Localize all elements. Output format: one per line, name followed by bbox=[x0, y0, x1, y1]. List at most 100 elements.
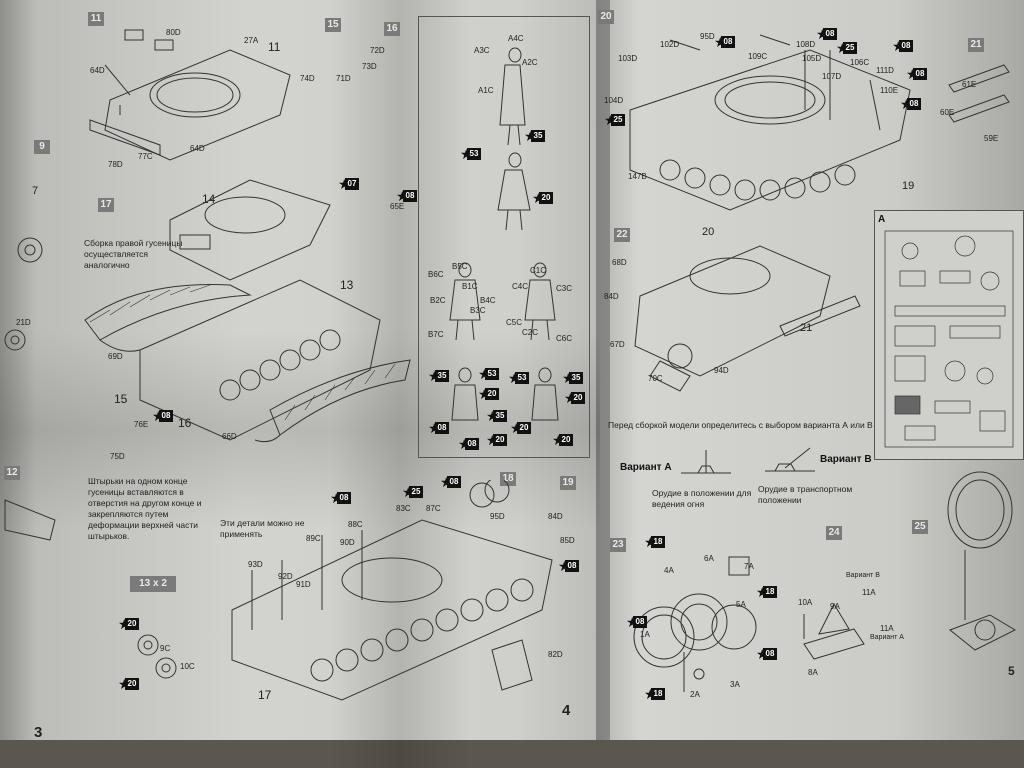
variant-a-title: Вариант А bbox=[620, 462, 672, 473]
paint-code-marker: ★20 bbox=[510, 420, 532, 436]
crew-figures-illustration bbox=[449, 47, 559, 421]
part-label: 85D bbox=[560, 536, 575, 545]
paint-code-marker: ★53 bbox=[478, 366, 500, 382]
part-label: C5C bbox=[506, 318, 523, 327]
part-label: C4C bbox=[512, 282, 529, 291]
part-label: 83C bbox=[396, 504, 411, 513]
step-label-23: 23 bbox=[610, 538, 626, 552]
part-label: C6C bbox=[556, 334, 573, 343]
paint-code-marker: ★08 bbox=[626, 614, 648, 630]
hull-upper-illustration bbox=[169, 179, 331, 281]
part-label: 84D bbox=[604, 292, 619, 301]
part-label: B5C bbox=[452, 262, 468, 271]
part-label: 80D bbox=[166, 28, 181, 37]
part-label: 89C bbox=[306, 534, 321, 543]
sprue-label: A bbox=[878, 214, 886, 225]
step-label-12: 12 bbox=[4, 466, 20, 480]
part-label: A4C bbox=[508, 34, 524, 43]
paint-code-marker: ★20 bbox=[118, 616, 140, 632]
sprue-a-illustration bbox=[884, 230, 1014, 448]
part-label: C1C bbox=[530, 266, 547, 275]
paint-code-marker: ★08 bbox=[558, 558, 580, 574]
paint-code-marker: ★20 bbox=[486, 432, 508, 448]
part-label: 109C bbox=[748, 52, 768, 61]
part-label: 147B bbox=[628, 172, 647, 181]
right-edge-page-number: 5 bbox=[1008, 664, 1015, 678]
turret-top-illustration bbox=[89, 29, 291, 161]
part-label: 70C bbox=[648, 374, 663, 383]
gun-mantlet-step23-illustration bbox=[633, 556, 757, 692]
paint-code-marker: ★35 bbox=[524, 128, 546, 144]
hull-step22-illustration bbox=[634, 245, 861, 392]
page-number-left: 3 bbox=[34, 724, 43, 741]
part-label: 76E bbox=[134, 420, 149, 429]
part-label: 111D bbox=[876, 66, 894, 75]
part-label: 91D bbox=[296, 580, 311, 589]
paint-code-marker: ★35 bbox=[428, 368, 450, 384]
part-label: A1C bbox=[478, 86, 494, 95]
paint-code-marker: ★08 bbox=[714, 34, 736, 50]
paint-code-marker: ★20 bbox=[564, 390, 586, 406]
part-label: A3C bbox=[474, 46, 490, 55]
paint-code-marker: ★08 bbox=[458, 436, 480, 452]
part-label: A2C bbox=[522, 58, 538, 67]
step-label-20: 20 bbox=[598, 10, 614, 24]
part-label: 105D bbox=[802, 54, 822, 63]
part-label: 108D bbox=[796, 40, 816, 49]
note-variant-select: Перед сборкой модели определитесь с выбо… bbox=[608, 420, 873, 430]
paint-code-marker: ★20 bbox=[478, 386, 500, 402]
page-fold-shadow bbox=[596, 0, 610, 768]
part-label: 93D bbox=[248, 560, 263, 569]
paint-code-marker: ★18 bbox=[644, 686, 666, 702]
part-label: 61E bbox=[962, 80, 977, 89]
hull-assembly-illustration bbox=[231, 480, 553, 701]
variant-b-description: Орудие в транспортном положении bbox=[758, 484, 853, 505]
part-label: 9C bbox=[160, 644, 171, 653]
paint-code-marker: ★08 bbox=[900, 96, 922, 112]
hull-step20-illustration bbox=[629, 34, 911, 211]
step-label-24: 24 bbox=[826, 526, 842, 540]
sprue-diagram-frame bbox=[874, 210, 1024, 460]
art-step-11: 11 bbox=[268, 40, 281, 54]
paint-code-marker: ★08 bbox=[330, 490, 352, 506]
part-label: 104D bbox=[604, 96, 624, 105]
bracket-step24-illustration bbox=[803, 602, 865, 660]
paint-code-marker: ★07 bbox=[338, 176, 360, 192]
part-label: C3C bbox=[556, 284, 573, 293]
paint-code-marker: ★20 bbox=[118, 676, 140, 692]
gun-firing-position-icon bbox=[681, 450, 731, 474]
paint-code-marker: ★08 bbox=[892, 38, 914, 54]
part-label: 65E bbox=[390, 202, 405, 211]
part-label: 107D bbox=[822, 72, 842, 81]
step-label-21: 21 bbox=[968, 38, 984, 52]
art-step-15: 15 bbox=[114, 392, 128, 406]
part-label: 106C bbox=[850, 58, 870, 67]
part-label: 67D bbox=[610, 340, 625, 349]
part-label: 59E bbox=[984, 134, 999, 143]
paint-code-marker: ★20 bbox=[532, 190, 554, 206]
paint-code-marker: ★35 bbox=[486, 408, 508, 424]
part-label: 69D bbox=[108, 352, 123, 361]
rails-step21-illustration bbox=[948, 64, 1010, 123]
part-label: 7A bbox=[744, 562, 754, 571]
note-pins: Штырьки на одном конце гусеницы вставляю… bbox=[88, 476, 202, 541]
wheel-pair-illustration bbox=[137, 634, 177, 679]
part-label: 82D bbox=[548, 650, 563, 659]
paint-code-marker: ★25 bbox=[604, 112, 626, 128]
page-number-right: 4 bbox=[562, 702, 571, 719]
paint-code-marker: ★08 bbox=[906, 66, 928, 82]
part-label: 10C bbox=[180, 662, 195, 671]
part-label: 8A bbox=[808, 668, 818, 677]
part-label: 11A bbox=[880, 624, 894, 633]
part-label: 74D bbox=[300, 74, 315, 83]
part-label: 84D bbox=[548, 512, 563, 521]
part-label: 11A bbox=[862, 588, 876, 597]
part-label: 77C bbox=[138, 152, 153, 161]
part-label: B4C bbox=[480, 296, 496, 305]
paint-code-marker: ★20 bbox=[552, 432, 574, 448]
gun-transport-position-icon bbox=[765, 447, 815, 472]
part-label: 3A bbox=[730, 680, 740, 689]
part-label: 92D bbox=[278, 572, 293, 581]
art-step-13: 13 bbox=[340, 278, 354, 292]
left-edge-wheels-illustration bbox=[4, 237, 43, 351]
